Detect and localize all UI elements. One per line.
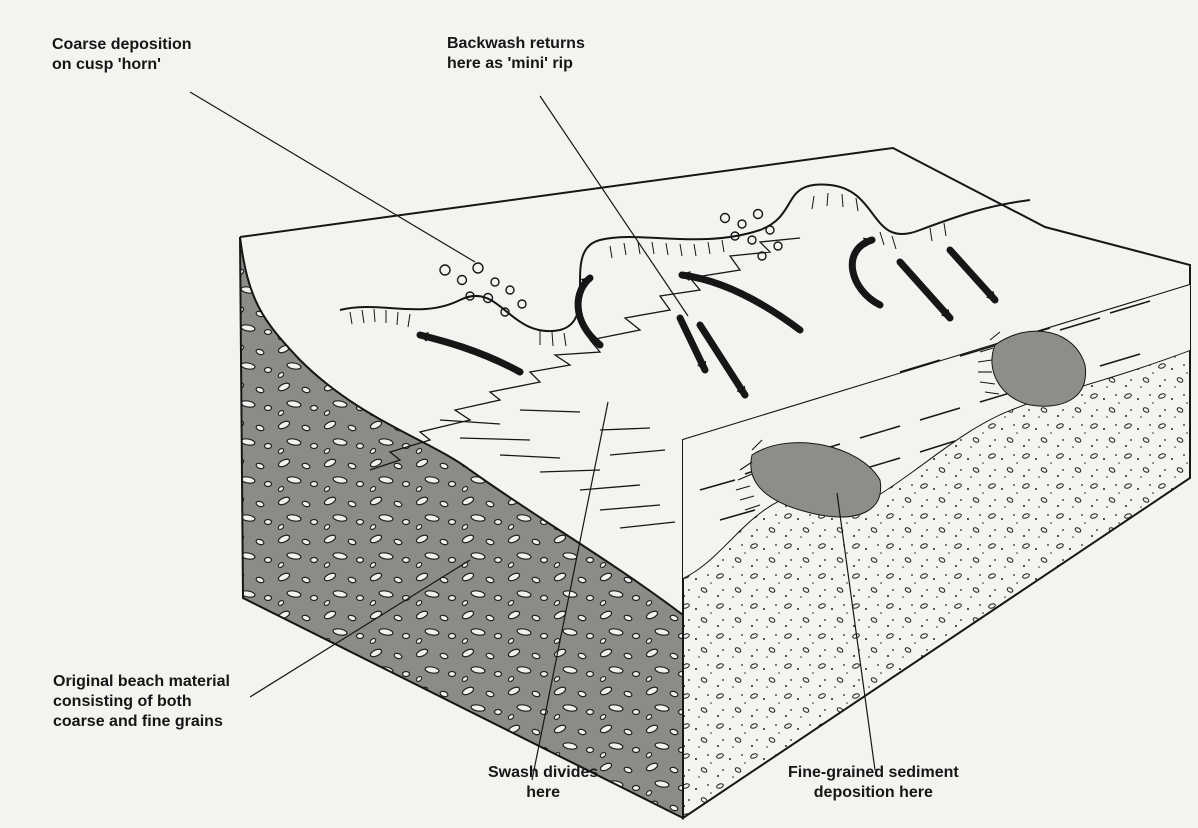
label-backwash-returns: Backwash returns here as 'mini' rip <box>447 34 585 74</box>
backwash-arrow-right-1 <box>900 262 950 318</box>
rip-arrow-2 <box>700 325 745 395</box>
label-fine-grained: Fine-grained sediment deposition here <box>788 763 959 803</box>
swash-arrow-up-right <box>852 240 880 305</box>
coarse-deposit-circles <box>440 210 782 317</box>
label-swash-divides: Swash divides here <box>488 763 598 803</box>
leader-coarse-deposition <box>190 92 475 262</box>
label-coarse-deposition: Coarse deposition on cusp 'horn' <box>52 35 192 75</box>
swash-arrow-up-left <box>578 278 600 345</box>
backwash-arrow-left <box>420 335 520 372</box>
left-face-coarse-material <box>240 237 683 818</box>
label-original-material: Original beach material consisting of bo… <box>53 672 230 732</box>
cusp-shoreline-back <box>340 185 1030 332</box>
backwash-arrow-right-2 <box>950 250 995 300</box>
leader-backwash-returns <box>540 96 688 316</box>
